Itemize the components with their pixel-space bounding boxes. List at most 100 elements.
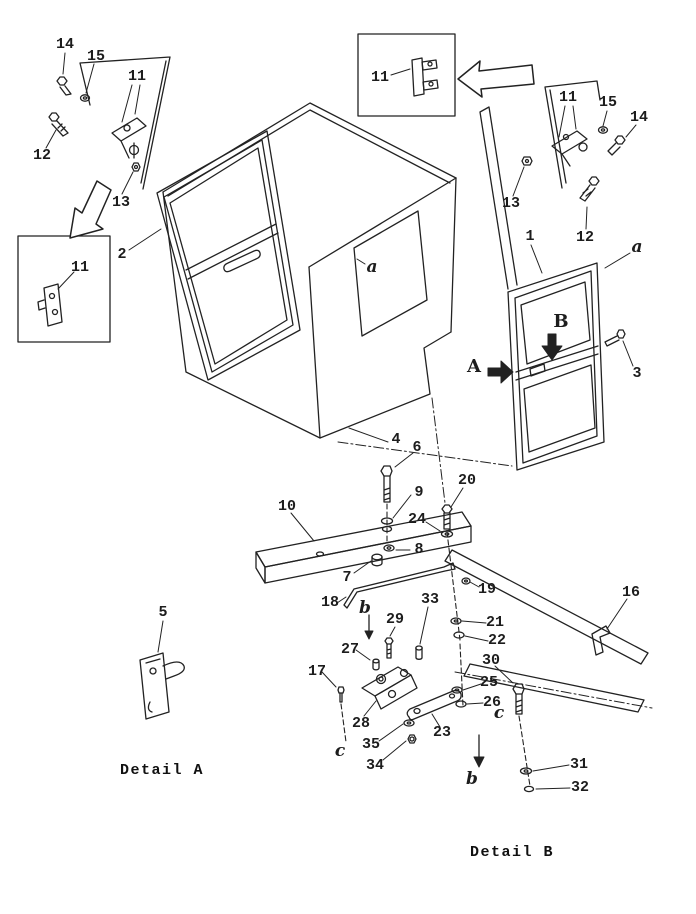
ref-label-b: b — [359, 598, 371, 618]
door-frame-2 — [156, 130, 301, 381]
part-label-25: 25 — [480, 674, 498, 691]
part-label-27: 27 — [341, 641, 359, 658]
washer-25 — [451, 686, 463, 694]
hinge-detail-inset-box — [357, 33, 456, 117]
part-label-3: 3 — [632, 365, 641, 382]
bolt-3 — [604, 329, 626, 347]
part-label-33: 33 — [421, 591, 439, 608]
detail-a-caption: Detail A — [120, 762, 204, 779]
part-label-4: 4 — [391, 431, 400, 448]
bolt-20 — [441, 504, 453, 530]
part-label-12: 12 — [33, 147, 51, 164]
ref-label-A: A — [466, 356, 482, 377]
left-door-corner-panel — [79, 56, 171, 190]
sill-rail-lower — [463, 663, 645, 713]
bolt-29 — [384, 637, 394, 659]
assembly-axis-lines — [340, 503, 531, 787]
part-label-29: 29 — [386, 611, 404, 628]
bolt-12-right — [579, 176, 600, 202]
door-frame-1 — [507, 262, 605, 471]
detail-a-inset-box — [17, 235, 111, 343]
down-left-direction-arrow-icon — [69, 180, 112, 239]
part-label-26: 26 — [483, 694, 501, 711]
callout-leader-lines — [45, 52, 637, 790]
part-label-30: 30 — [482, 652, 500, 669]
part-label-35: 35 — [362, 736, 380, 753]
ref-b-down-arrow-2-icon — [473, 734, 485, 768]
part-label-17: 17 — [308, 663, 326, 680]
part-label-11: 11 — [128, 68, 146, 85]
part-label-1: 1 — [525, 228, 534, 245]
part-label-22: 22 — [488, 632, 506, 649]
door-handle — [223, 249, 261, 273]
washer-15-right — [597, 126, 609, 134]
nut-34 — [407, 734, 417, 744]
view-b-down-arrow-icon — [541, 333, 563, 361]
part-label-24: 24 — [408, 511, 426, 528]
part-label-11: 11 — [559, 89, 577, 106]
right-door-opening — [353, 210, 428, 337]
washer-35 — [403, 719, 415, 727]
bolt-14-left — [56, 76, 72, 96]
part-label-16: 16 — [622, 584, 640, 601]
washer-32 — [523, 785, 535, 793]
ref-label-b: b — [466, 769, 478, 789]
washer-31 — [519, 767, 533, 775]
part-label-21: 21 — [486, 614, 504, 631]
bracket-16 — [591, 625, 611, 656]
part-label-13: 13 — [502, 195, 520, 212]
right-door-corner-panel — [479, 80, 601, 290]
hinge-plate-11-detail-a — [37, 283, 63, 327]
washer-26 — [455, 700, 467, 708]
left-direction-arrow-icon — [457, 60, 535, 98]
bolt-14-right — [607, 135, 626, 156]
ref-label-c: c — [494, 703, 505, 723]
part-label-8: 8 — [414, 541, 423, 558]
strap-23 — [406, 689, 462, 721]
pin-27 — [372, 658, 380, 671]
nut-13-left — [131, 162, 141, 172]
rod-18 — [343, 562, 456, 609]
detail-b-caption: Detail B — [470, 844, 554, 861]
washer-21 — [450, 617, 462, 625]
ref-label-a: a — [631, 237, 642, 257]
hinge-bracket-11-inset — [411, 57, 439, 97]
hinge-11-left — [111, 117, 147, 159]
view-a-right-arrow-icon — [487, 360, 514, 384]
part-label-15: 15 — [599, 94, 617, 111]
part-label-11: 11 — [71, 259, 89, 276]
ref-label-a: a — [366, 257, 377, 277]
part-label-19: 19 — [478, 581, 496, 598]
part-label-15: 15 — [87, 48, 105, 65]
hinge-11-right — [551, 130, 588, 167]
part-label-9: 9 — [414, 484, 423, 501]
sill-rail-upper — [444, 549, 649, 665]
latch-5 — [139, 652, 185, 720]
hinge-assembly-33 — [361, 666, 418, 710]
alignment-center-lines — [337, 397, 653, 709]
part-label-14: 14 — [56, 36, 74, 53]
part-label-18: 18 — [321, 594, 339, 611]
part-label-2: 2 — [117, 246, 126, 263]
washer-19 — [461, 577, 471, 585]
part-label-10: 10 — [278, 498, 296, 515]
hinge-pin-33 — [415, 645, 423, 660]
bracket-10 — [255, 511, 472, 584]
bolt-17 — [337, 686, 345, 703]
door-latch — [529, 363, 546, 377]
bolt-12-left — [48, 112, 69, 137]
part-label-11: 11 — [371, 69, 389, 86]
part-label-31: 31 — [570, 756, 588, 773]
part-label-7: 7 — [342, 569, 351, 586]
washer-8 — [383, 544, 395, 552]
ref-label-B: B — [553, 311, 568, 332]
part-label-28: 28 — [352, 715, 370, 732]
bolt-6 — [380, 465, 393, 503]
ref-label-c: c — [335, 741, 346, 761]
part-label-6: 6 — [412, 439, 421, 456]
part-label-20: 20 — [458, 472, 476, 489]
ref-b-down-arrow-icon — [364, 614, 374, 640]
